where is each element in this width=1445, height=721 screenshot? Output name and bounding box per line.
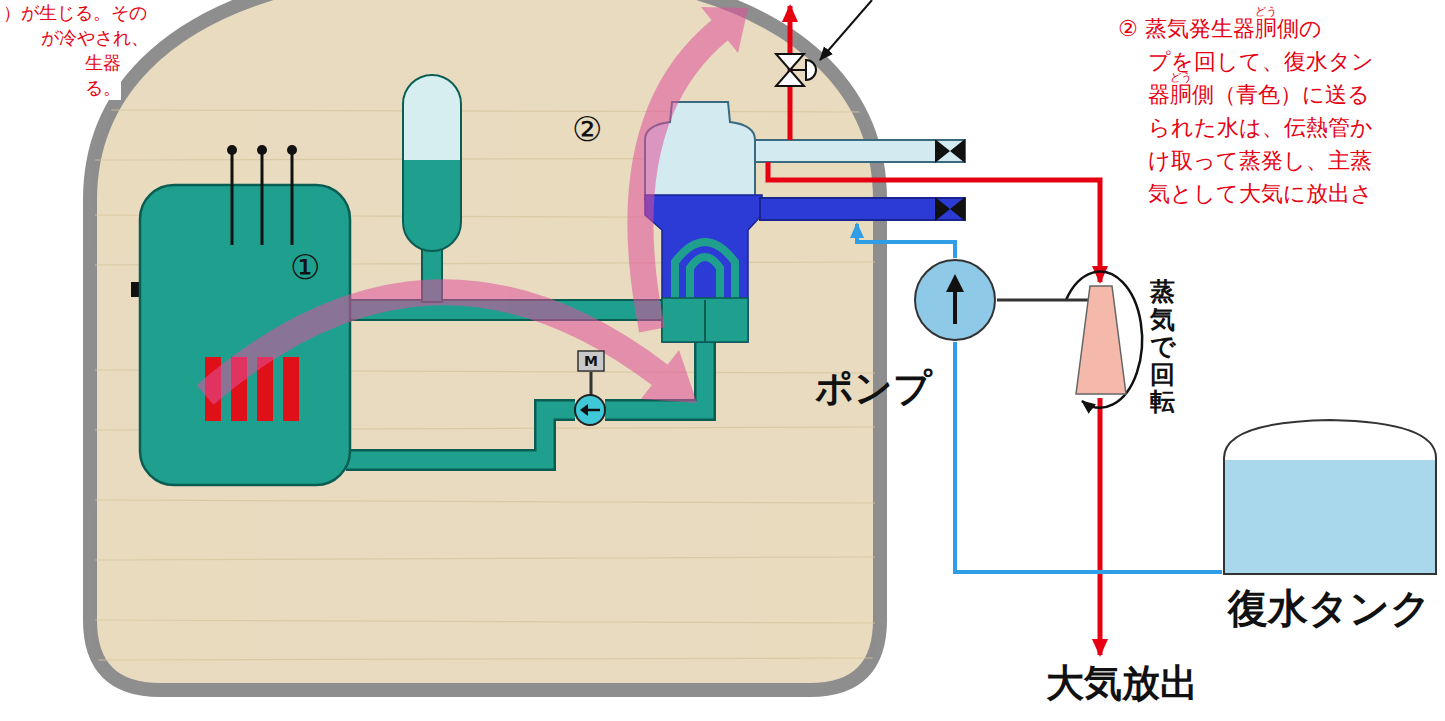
- text-line: 気として大気に放出さ: [1148, 177, 1373, 210]
- feedwater-pipe: [760, 198, 965, 220]
- control-rod-knob: [287, 145, 297, 155]
- text-line: られた水は、伝熱管か: [1148, 111, 1373, 144]
- exhaust-line: [1098, 398, 1103, 655]
- text-line: ）が生じる。その: [3, 0, 147, 25]
- turbine-label: 蒸気で回転: [1150, 278, 1175, 416]
- furigana: どう: [1170, 72, 1192, 83]
- text-line: け取って蒸発し、主蒸: [1148, 144, 1372, 177]
- pump-shape: [913, 258, 997, 342]
- tank-outline: [1224, 420, 1436, 574]
- primary-pipe: [346, 410, 575, 460]
- pump-arrow: [953, 290, 957, 324]
- flow-arrow: [205, 292, 660, 395]
- pump-direction: [586, 409, 600, 412]
- motor-box: M: [577, 350, 605, 372]
- pump-circle: [915, 260, 995, 340]
- motor-box: [578, 351, 604, 371]
- condensate-tank: 復水タンク: [1222, 418, 1438, 576]
- valve-actuator: [790, 69, 806, 71]
- primary-pipe: [346, 410, 575, 460]
- control-rod: [231, 150, 234, 245]
- valve: [935, 139, 965, 163]
- control-rod-knob: [227, 145, 237, 155]
- text-line: ② 蒸気発生器胴側の: [1118, 12, 1322, 45]
- callout-number: ②: [572, 112, 602, 146]
- text-line: 生器: [85, 50, 121, 75]
- turbine-shape: [1072, 282, 1130, 398]
- steam-generator-plenum: [662, 298, 748, 342]
- pump-shaft: [590, 372, 593, 396]
- wood-grain: [95, 620, 875, 623]
- tank-label: 復水タンク: [1228, 584, 1431, 632]
- pressurizer-steam-space: [404, 76, 460, 160]
- control-rod: [261, 150, 264, 245]
- pump-label: ポンプ: [815, 366, 932, 412]
- coolant-pump: [575, 395, 605, 425]
- wood-grain: [95, 110, 875, 112]
- reactor-vessel: [140, 185, 350, 485]
- valve: [935, 197, 965, 221]
- fuel-assembly: [283, 357, 299, 421]
- rotation-arrow: [1066, 272, 1142, 408]
- leader-arrow: [820, 0, 872, 60]
- turbine-body: [1076, 286, 1126, 394]
- tank-shape: [1222, 418, 1438, 576]
- drive-shaft: [997, 299, 1072, 302]
- flow-arrow: [641, 350, 697, 403]
- furigana: どう: [1255, 6, 1277, 17]
- text-line: が冷やされ、: [41, 25, 149, 50]
- valve-actuator: [806, 60, 816, 80]
- control-rod: [291, 150, 294, 245]
- note-text: ② 蒸気発生器胴側の プを回して、復水タン 器胴側（青色）に送る られた水は、伝…: [1118, 12, 1374, 210]
- note-text: ）が生じる。その が冷やされ、 生器 る。: [3, 0, 149, 100]
- control-rod-knob: [257, 145, 267, 155]
- flow-arrow: [205, 7, 748, 403]
- containment-vessel: [90, 0, 880, 690]
- feed-line: [857, 224, 955, 258]
- wood-grain: [95, 110, 875, 660]
- pressurizer: [403, 75, 461, 251]
- callout-number: ①: [290, 250, 320, 284]
- pump-direction: [580, 404, 588, 416]
- outlet-label: 大気放出: [1046, 664, 1198, 702]
- plenum-divider: [704, 300, 706, 342]
- drive-shaft: [1072, 299, 1089, 302]
- text-line: る。: [85, 75, 121, 100]
- pump-arrow: [946, 274, 964, 292]
- wood-grain: [95, 658, 875, 660]
- heat-transfer-tube: [675, 242, 735, 305]
- steam-to-turbine: [768, 162, 1100, 282]
- tank-water: [1225, 460, 1435, 573]
- flow-arrow: [701, 7, 748, 53]
- wood-grain: [95, 500, 875, 503]
- flow-arrow: [640, 30, 720, 330]
- main-steam-pipe: [755, 140, 965, 162]
- motor-letter: M: [584, 353, 598, 370]
- feed-pump: ポンプ: [913, 258, 997, 342]
- turbine: 蒸気で回転: [1072, 282, 1130, 398]
- wood-grain: [95, 557, 875, 560]
